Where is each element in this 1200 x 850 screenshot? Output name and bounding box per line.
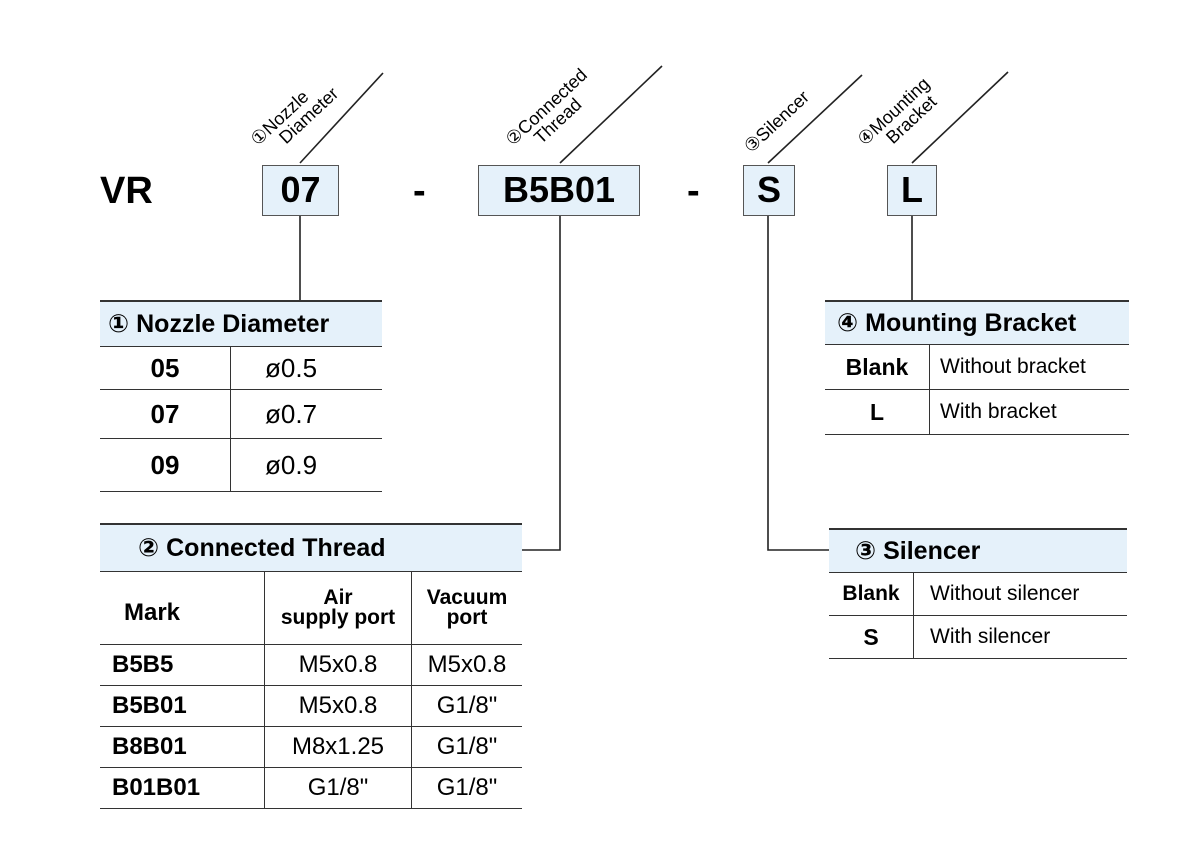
leader-nozzle bbox=[299, 72, 384, 164]
row-mark: Blank bbox=[829, 572, 914, 616]
separator-dash-1: - bbox=[413, 170, 426, 212]
header-line2: port bbox=[446, 606, 488, 629]
column-header-mark: Mark bbox=[100, 571, 265, 645]
row-value: With bracket bbox=[929, 389, 1129, 435]
leader-silencer bbox=[767, 74, 863, 164]
header-line2: supply port bbox=[280, 606, 396, 629]
table-row: B8B01 M8x1.25 G1/8" bbox=[100, 726, 522, 768]
row-vacuum: G1/8" bbox=[411, 726, 522, 768]
leader-bracket bbox=[911, 71, 1009, 164]
silencer-table: ③ Silencer Blank Without silencer S With… bbox=[829, 528, 1127, 659]
table-row: 05 ø0.5 bbox=[100, 346, 382, 390]
table-row: 09 ø0.9 bbox=[100, 438, 382, 492]
header-line1: Air bbox=[323, 586, 353, 609]
row-value: Without bracket bbox=[929, 344, 1129, 390]
row-mark: B01B01 bbox=[100, 767, 265, 809]
column-header-vacuum: Vacuum port bbox=[411, 571, 522, 645]
table-title: ③ Silencer bbox=[829, 528, 1127, 573]
table-row: L With bracket bbox=[825, 389, 1129, 435]
row-value: ø0.5 bbox=[230, 346, 382, 390]
mounting-bracket-table: ④ Mounting Bracket Blank Without bracket… bbox=[825, 300, 1129, 435]
row-mark: Blank bbox=[825, 344, 930, 390]
connected-thread-table: ② Connected Thread Mark Air supply port … bbox=[100, 523, 522, 809]
table-row: Blank Without bracket bbox=[825, 344, 1129, 390]
separator-dash-2: - bbox=[687, 170, 700, 212]
table-row: B5B5 M5x0.8 M5x0.8 bbox=[100, 644, 522, 686]
row-air: M8x1.25 bbox=[264, 726, 412, 768]
table-title: ② Connected Thread bbox=[100, 523, 522, 572]
table-row: Blank Without silencer bbox=[829, 572, 1127, 616]
code-box-silencer: S bbox=[743, 165, 795, 216]
table-row: S With silencer bbox=[829, 615, 1127, 659]
code-box-thread: B5B01 bbox=[478, 165, 640, 216]
row-value: With silencer bbox=[913, 615, 1127, 659]
row-value: Without silencer bbox=[913, 572, 1127, 616]
nozzle-diameter-table: ① Nozzle Diameter 05 ø0.5 07 ø0.7 09 ø0.… bbox=[100, 300, 382, 492]
row-vacuum: G1/8" bbox=[411, 685, 522, 727]
row-mark: 07 bbox=[100, 389, 231, 439]
row-air: M5x0.8 bbox=[264, 685, 412, 727]
table-row: B01B01 G1/8" G1/8" bbox=[100, 767, 522, 809]
row-mark: B8B01 bbox=[100, 726, 265, 768]
code-box-bracket: L bbox=[887, 165, 937, 216]
row-value: ø0.9 bbox=[230, 438, 382, 492]
code-box-nozzle: 07 bbox=[262, 165, 339, 216]
table-title: ④ Mounting Bracket bbox=[825, 300, 1129, 345]
column-header-air: Air supply port bbox=[264, 571, 412, 645]
row-vacuum: M5x0.8 bbox=[411, 644, 522, 686]
connector-thread bbox=[522, 216, 561, 551]
row-mark: 05 bbox=[100, 346, 231, 390]
table-title: ① Nozzle Diameter bbox=[100, 300, 382, 347]
connector-silencer bbox=[767, 216, 829, 551]
table-row: B5B01 M5x0.8 G1/8" bbox=[100, 685, 522, 727]
model-prefix: VR bbox=[100, 170, 153, 212]
row-mark: S bbox=[829, 615, 914, 659]
row-mark: 09 bbox=[100, 438, 231, 492]
leader-thread bbox=[559, 65, 663, 164]
row-air: M5x0.8 bbox=[264, 644, 412, 686]
row-vacuum: G1/8" bbox=[411, 767, 522, 809]
table-row: 07 ø0.7 bbox=[100, 389, 382, 439]
row-air: G1/8" bbox=[264, 767, 412, 809]
header-line1: Vacuum bbox=[426, 586, 508, 609]
table-header-row: Mark Air supply port Vacuum port bbox=[100, 571, 522, 645]
row-value: ø0.7 bbox=[230, 389, 382, 439]
row-mark: B5B5 bbox=[100, 644, 265, 686]
row-mark: B5B01 bbox=[100, 685, 265, 727]
row-mark: L bbox=[825, 389, 930, 435]
